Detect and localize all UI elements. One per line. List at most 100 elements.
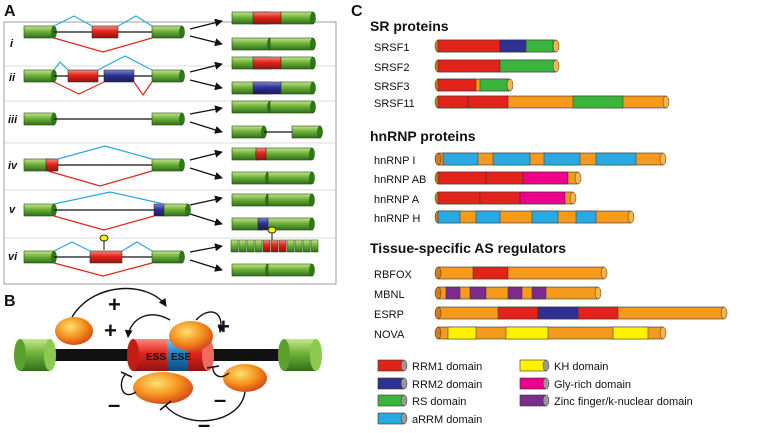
protein-label: MBNL: [374, 289, 405, 301]
isoform-exon-cap: [310, 37, 316, 51]
protein-bar-nova: [434, 326, 667, 340]
outcome-arrow: [189, 149, 223, 161]
inclusion-splice: [53, 15, 93, 27]
exon-upstream: [23, 250, 55, 264]
exon-downstream: [163, 203, 189, 217]
protein-label: hnRNP AB: [374, 174, 426, 186]
outcome-arrow: [189, 195, 223, 206]
domain-rrm1: [577, 306, 619, 320]
domain-rs: [499, 59, 557, 73]
protein-bar-hnrnp-h: [434, 210, 635, 224]
protein-label: hnRNP H: [374, 213, 420, 225]
protein-backbone-start: [434, 306, 442, 320]
nmd-transcript-segment: [254, 239, 263, 253]
row-label-iii: iii: [8, 114, 18, 126]
group-title-tissue: Tissue-specific AS regulators: [370, 240, 566, 256]
isoform-exon-cap: [310, 100, 316, 114]
protein-bar-mbnl: [434, 286, 602, 300]
stop-codon-icon: [267, 226, 277, 234]
isoform-exon: [269, 100, 314, 114]
splice-arc: [53, 81, 105, 95]
protein-backbone-start: [434, 266, 442, 280]
cassette-exon: [91, 25, 119, 39]
domain-zinc: [469, 286, 487, 300]
domain-rrm1: [472, 266, 509, 280]
panel-b-regulation: ESS ESE ISE ISS + + + – – –: [14, 287, 322, 433]
domain-gly: [522, 171, 569, 185]
exon-upstream: [23, 112, 55, 126]
exon-downstream-cap: [179, 25, 185, 39]
mutually-exclusive-exon-1: [67, 69, 99, 83]
domain-rrm1: [437, 191, 481, 205]
nmd-transcript-segment: [310, 239, 319, 253]
isoform-exon: [267, 171, 313, 185]
panel-a-splicing-types: [23, 11, 323, 277]
protein-bar-srsf3: [434, 78, 514, 92]
domain-arrm: [475, 210, 501, 224]
protein-label: RBFOX: [374, 269, 413, 281]
splice-arc: [97, 55, 153, 71]
nmd-transcript-segment: [246, 239, 255, 253]
protein-label: SRSF2: [374, 62, 409, 74]
domain-rrm1: [437, 95, 469, 109]
protein-backbone-end: [600, 266, 608, 280]
splice-arc: [53, 191, 165, 205]
outcome-arrow: [189, 213, 223, 226]
protein-backbone-end: [659, 326, 667, 340]
protein-label: hnRNP I: [374, 155, 415, 167]
panel-c-label: C: [351, 3, 363, 20]
protein-bar-hnrnp-ab: [434, 171, 582, 185]
protein-backbone-end: [569, 191, 577, 205]
exon-downstream: [151, 69, 183, 83]
splice-arc: [47, 170, 153, 187]
isoform-exon: [231, 171, 269, 185]
domain-arrm: [543, 152, 581, 166]
exon-upstream: [23, 25, 55, 39]
protein-bars: [434, 39, 728, 340]
isoform-exon-cap: [310, 11, 316, 25]
domain-rs: [479, 78, 509, 92]
row-label-ii: ii: [9, 72, 16, 84]
domain-rrm1: [497, 306, 539, 320]
panel-b-label: B: [4, 293, 16, 310]
isoform-exon: [291, 125, 321, 139]
splice-arc: [53, 241, 91, 252]
domain-arrm: [437, 210, 461, 224]
middle-exon-cap: [127, 339, 139, 371]
isoform-exon: [231, 217, 263, 231]
protein-bar-esrp: [434, 306, 728, 320]
activation-arrow-ise: [71, 287, 167, 318]
splice-arc: [133, 81, 153, 97]
protein-label: SRSF11: [374, 98, 415, 110]
domain-kh: [612, 326, 649, 340]
isoform-exon: [231, 263, 269, 277]
legend-swatch-arrm: [377, 412, 405, 425]
panel-c-domain-architecture: SR proteins SRSF1 SRSF2 SRSF3 SRSF11 hnR…: [370, 18, 728, 426]
outcome-arrow: [189, 105, 223, 115]
splice-arc: [53, 215, 155, 231]
domain-rs: [525, 39, 554, 53]
protein-bar-hnrnp-a: [434, 191, 577, 205]
isoform-exon: [280, 11, 314, 25]
exon-right-end: [310, 339, 322, 371]
isoform-extension: [257, 217, 269, 231]
legend-swatch-rs-cap: [400, 394, 408, 407]
splice-arc: [53, 61, 69, 71]
exon-downstream-cap: [185, 203, 191, 217]
exon-downstream-cap: [179, 158, 185, 172]
domain-rrm1: [467, 95, 509, 109]
isoform-exon-cap: [309, 217, 315, 231]
isoform-exon: [280, 56, 314, 70]
ise-label: ISE: [66, 351, 82, 362]
outcome-arrow: [189, 79, 223, 91]
splice-arc: [53, 262, 153, 277]
protein-backbone-end: [552, 39, 560, 53]
domain-arrm: [492, 152, 531, 166]
exon-downstream-cap: [179, 250, 185, 264]
protein-backbone: [437, 266, 605, 280]
inhibition-arc-ess: [120, 373, 137, 396]
protein-backbone-end: [659, 152, 667, 166]
outcome-arrow: [189, 167, 223, 180]
